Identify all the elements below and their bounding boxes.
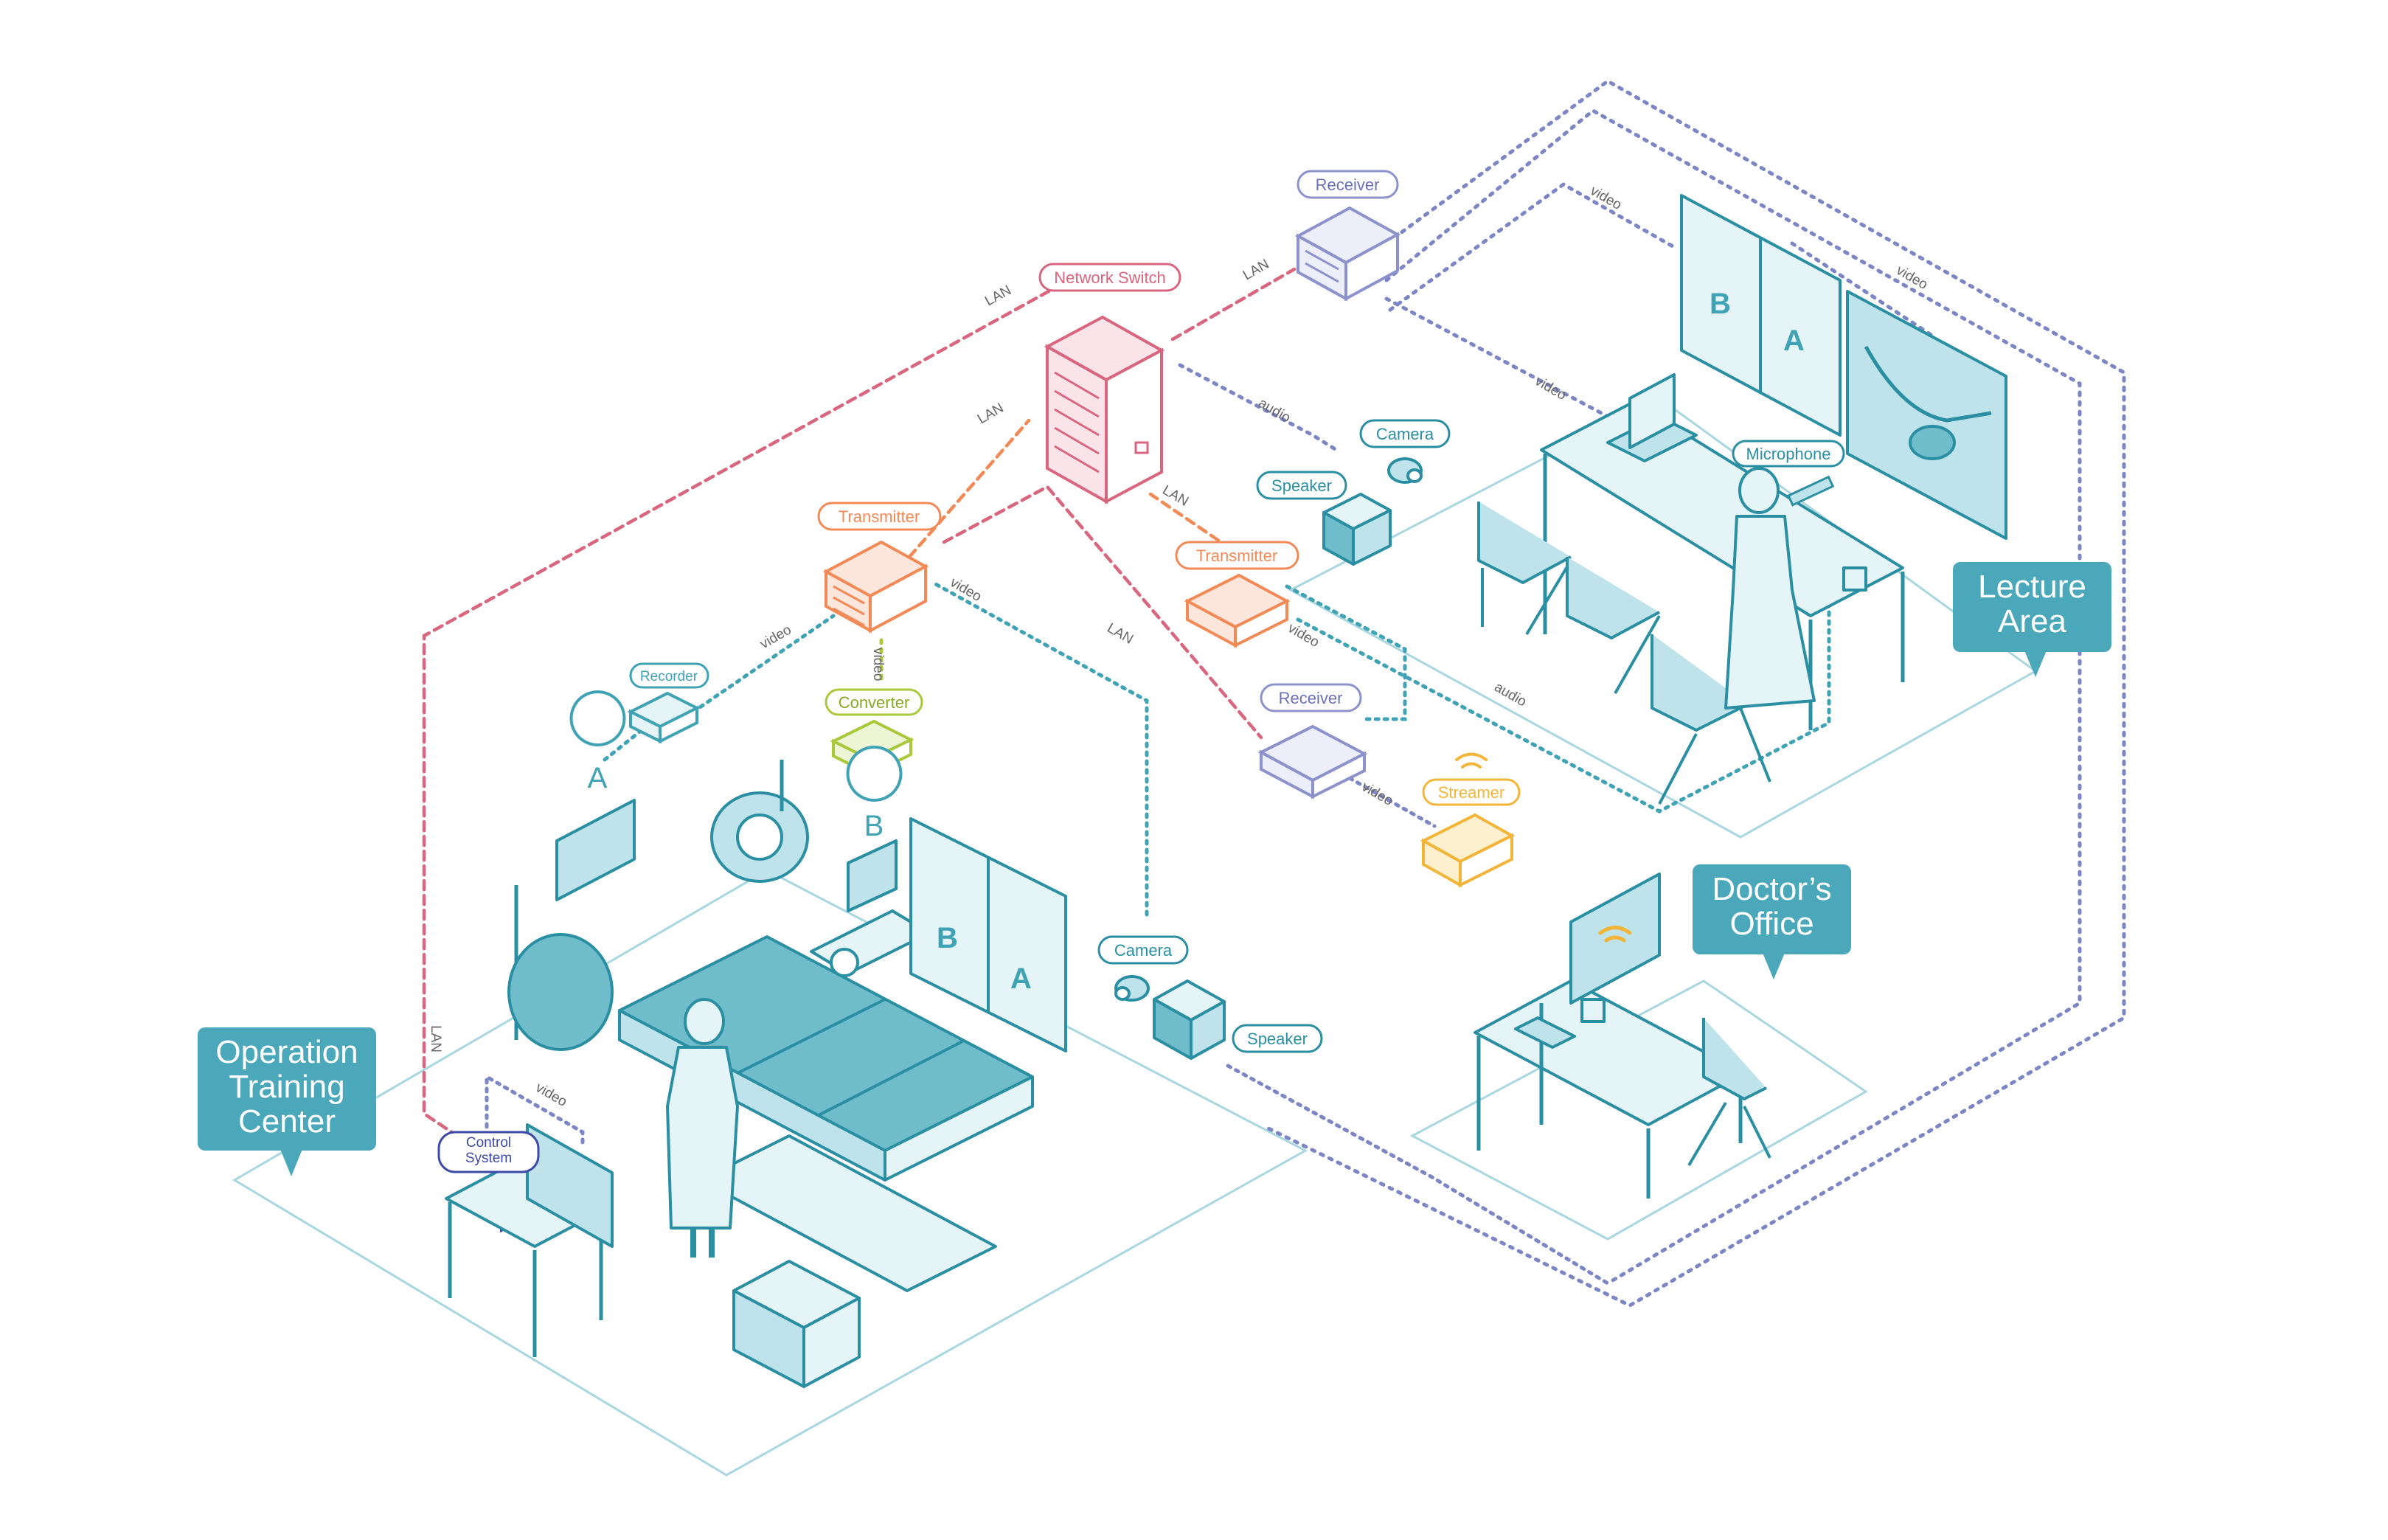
lan-label-3: LAN xyxy=(975,400,1007,428)
streamer-device xyxy=(1420,752,1516,888)
doctor-office-room xyxy=(1474,873,1771,1199)
label-converter-text: Converter xyxy=(839,693,910,712)
label-camera-lecture: Camera xyxy=(1359,419,1451,448)
video-camera-to-transmitter xyxy=(931,580,1149,917)
operation-room: B A xyxy=(445,760,1067,1388)
video-label-transmitter-lecture: video xyxy=(1285,620,1322,651)
boundary-inner xyxy=(1384,108,2082,1286)
callout-lecture-text: Lecture Area xyxy=(1978,569,2086,639)
or-screen-left-letter: B xyxy=(937,922,958,954)
lecturer-figure xyxy=(1724,467,1835,710)
video-label-converter: video xyxy=(870,648,886,681)
receiver-mid-device xyxy=(1257,724,1368,800)
wifi-icon xyxy=(1598,926,1632,943)
transmitter-main-device xyxy=(822,540,929,634)
microphone-device xyxy=(1787,475,1835,507)
callout-doctor-text: Doctor’s Office xyxy=(1712,871,1832,942)
boundary-video-2 xyxy=(1790,241,1934,338)
lan-transmitter-to-switch xyxy=(898,418,1031,570)
video-label-receiver-mid: video xyxy=(1359,779,1396,809)
audio-label-2: audio xyxy=(1492,679,1530,710)
badge-b-text: B xyxy=(864,810,884,842)
network-boundary xyxy=(1178,79,2126,1308)
callout-operation-text: Operation Training Center xyxy=(215,1034,358,1140)
label-microphone: Microphone xyxy=(1732,440,1845,468)
label-converter: Converter xyxy=(825,688,923,716)
camera-lecture-device xyxy=(1387,457,1423,484)
boundary-outer xyxy=(1266,79,2126,1308)
label-speaker-or-text: Speaker xyxy=(1247,1030,1308,1048)
label-recorder: Recorder xyxy=(629,662,709,689)
switch-audio-line xyxy=(1178,363,1339,452)
or-monitor-b xyxy=(847,839,898,912)
label-recorder-text: Recorder xyxy=(640,669,698,684)
transmitter-lecture-device xyxy=(1184,573,1291,648)
label-receiver-mid-text: Receiver xyxy=(1279,689,1343,707)
label-microphone-text: Microphone xyxy=(1746,445,1831,463)
video-receiver-mid-to-streamer xyxy=(1347,776,1437,828)
badge-a-text: A xyxy=(588,762,608,794)
lan-label-5: LAN xyxy=(1105,620,1136,648)
receiver-top-to-lecture xyxy=(1384,296,1617,423)
lan-switch-to-receiver-top xyxy=(1170,267,1297,341)
label-streamer: Streamer xyxy=(1422,778,1521,806)
device-labels: Network Switch Transmitter Receiver Tran… xyxy=(437,170,1845,1173)
label-receiver-mid: Receiver xyxy=(1260,683,1362,712)
speaker-lecture-device xyxy=(1322,493,1392,566)
label-transmitter-lecture-text: Transmitter xyxy=(1196,547,1277,565)
callout-doctor: Doctor’s Office xyxy=(1693,864,1851,979)
recorder-device xyxy=(627,691,701,744)
label-control-system: Control System xyxy=(437,1131,540,1173)
label-camera-or-text: Camera xyxy=(1114,941,1173,960)
label-control-system-text: Control System xyxy=(465,1135,513,1166)
label-network-switch-text: Network Switch xyxy=(1054,268,1166,287)
lecture-screen-left-letter: B xyxy=(1710,288,1731,320)
lecture-chairs xyxy=(1477,502,1771,805)
lan-label-1: LAN xyxy=(982,282,1014,309)
audio-label-1: audio xyxy=(1256,395,1294,426)
receiver-top-device xyxy=(1294,206,1401,302)
lecture-screen-right-letter: A xyxy=(1783,325,1805,357)
lecture-room: B A xyxy=(1477,194,2007,805)
surgeon-figure xyxy=(666,998,739,1258)
callout-lecture: Lecture Area xyxy=(1953,562,2111,677)
lan-label-2: LAN xyxy=(1240,257,1272,284)
lan-label-6: LAN xyxy=(428,1025,443,1052)
video-recorder-to-a xyxy=(603,728,644,762)
wifi-icon xyxy=(1455,752,1488,769)
label-camera-or: Camera xyxy=(1097,935,1189,965)
label-transmitter-lecture: Transmitter xyxy=(1175,541,1299,570)
callout-operation: Operation Training Center xyxy=(198,1027,376,1176)
audio-transmitter-to-camera xyxy=(1285,584,1407,721)
or-screen-right-letter: A xyxy=(1010,962,1032,995)
speaker-or-device xyxy=(1153,979,1226,1060)
audio-transmitter-lecture-to-lecture xyxy=(1296,529,1831,814)
boundary-video-1 xyxy=(1388,182,1676,312)
label-speaker-lecture: Speaker xyxy=(1256,471,1347,500)
label-streamer-text: Streamer xyxy=(1438,783,1504,802)
video-label-or-camera: video xyxy=(948,575,985,605)
label-receiver-top: Receiver xyxy=(1297,170,1399,199)
label-transmitter-main-text: Transmitter xyxy=(839,507,920,526)
network-switch-rack xyxy=(1044,315,1165,504)
badge-b: B xyxy=(846,746,903,842)
badge-a: A xyxy=(569,690,626,794)
label-transmitter-main: Transmitter xyxy=(817,502,942,531)
camera-or-device xyxy=(1114,975,1150,1002)
label-camera-lecture-text: Camera xyxy=(1376,425,1434,443)
lan-switch-to-receiver-mid xyxy=(942,485,1263,740)
video-recorder-to-transmitter xyxy=(684,614,836,719)
label-network-switch: Network Switch xyxy=(1038,263,1181,292)
video-label-receiver-top-3: video xyxy=(1533,373,1569,403)
label-speaker-or: Speaker xyxy=(1232,1024,1323,1053)
lan-switch-to-control xyxy=(422,282,1064,1138)
label-speaker-lecture-text: Speaker xyxy=(1271,476,1332,495)
or-monitor-a xyxy=(555,799,636,901)
label-receiver-top-text: Receiver xyxy=(1316,176,1380,194)
video-control-to-display xyxy=(485,1073,585,1149)
connections xyxy=(422,267,1297,1138)
video-speaker-to-boundary xyxy=(1226,1064,1610,1286)
